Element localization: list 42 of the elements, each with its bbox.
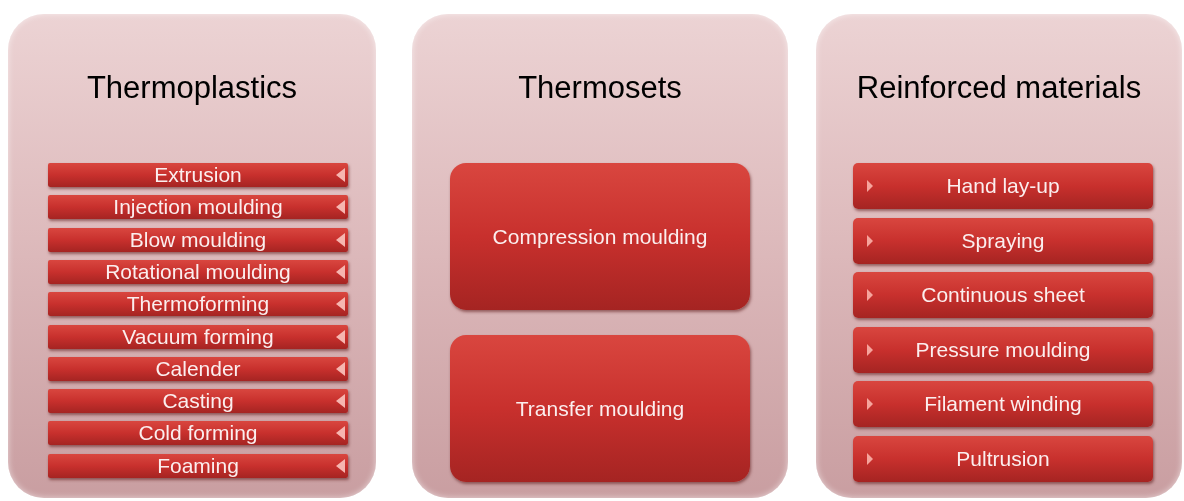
process-bar xyxy=(48,453,348,478)
process-bar xyxy=(450,335,750,482)
process-bar xyxy=(48,324,348,349)
process-bar xyxy=(48,389,348,414)
process-label: Extrusion xyxy=(154,163,242,187)
process-label: Compression moulding xyxy=(492,223,708,250)
process-bar xyxy=(853,163,1153,209)
process-label: Pressure moulding xyxy=(915,336,1091,363)
process-label: Thermoforming xyxy=(126,292,270,317)
process-label: Pultrusion xyxy=(956,445,1050,472)
process-bar xyxy=(48,163,348,187)
process-bar xyxy=(853,435,1153,482)
panel-title: Reinforced materials xyxy=(855,70,1143,106)
process-bar xyxy=(48,195,348,220)
process-label: Casting xyxy=(162,389,234,414)
process-label: Continuous sheet xyxy=(921,282,1085,308)
process-label: Injection moulding xyxy=(113,195,283,220)
process-bar xyxy=(48,421,348,446)
process-bar xyxy=(450,163,750,310)
category-panel xyxy=(816,14,1182,498)
process-bar xyxy=(48,292,348,317)
process-bar xyxy=(48,356,348,381)
process-label: Blow moulding xyxy=(129,227,267,252)
process-label: Hand lay-up xyxy=(946,173,1060,199)
process-bar xyxy=(48,227,348,252)
process-label: Foaming xyxy=(157,453,239,478)
process-bar xyxy=(48,259,348,284)
process-bar xyxy=(853,381,1153,427)
process-label: Spraying xyxy=(961,227,1045,254)
category-panel xyxy=(412,14,788,498)
process-label: Filament winding xyxy=(924,391,1082,417)
panel-title: Thermoplastics xyxy=(85,70,299,106)
process-label: Calender xyxy=(155,356,241,381)
process-label: Vacuum forming xyxy=(122,324,274,349)
category-panel xyxy=(8,14,376,498)
process-bar xyxy=(853,326,1153,373)
panel-title: Thermosets xyxy=(517,70,683,106)
process-label: Transfer moulding xyxy=(515,395,685,422)
process-label: Rotational moulding xyxy=(105,259,291,284)
process-bar xyxy=(853,272,1153,318)
process-label: Cold forming xyxy=(138,421,258,446)
process-bar xyxy=(853,217,1153,264)
